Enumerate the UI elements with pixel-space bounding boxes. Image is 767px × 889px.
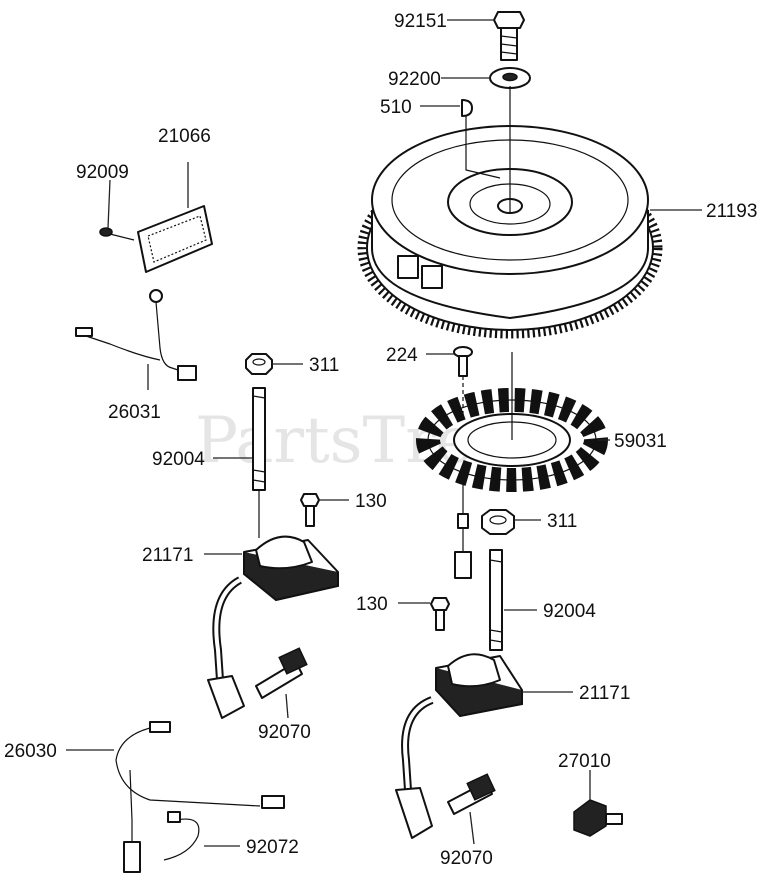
callout-92151: 92151 xyxy=(394,11,447,32)
callout-26031: 26031 xyxy=(108,402,161,423)
key-510-part xyxy=(461,99,473,117)
callout-26030: 26030 xyxy=(4,741,57,762)
harness-26031-part xyxy=(75,289,197,381)
regulator-part xyxy=(137,162,213,273)
callout-92070-right: 92070 xyxy=(440,848,493,869)
screw-92009-part xyxy=(99,227,135,241)
oil-switch-part xyxy=(573,782,623,837)
callout-311-top: 311 xyxy=(309,355,339,376)
bolt-92151-part xyxy=(493,11,525,61)
callout-130-right: 130 xyxy=(356,594,388,615)
callout-92004-left: 92004 xyxy=(152,449,205,470)
bolt-130-left-part xyxy=(300,493,320,527)
callout-224: 224 xyxy=(386,345,418,366)
callout-510: 510 xyxy=(380,97,412,118)
washer-92200-part xyxy=(489,67,531,89)
screw-224-part xyxy=(453,346,473,377)
callout-21171-right: 21171 xyxy=(579,683,630,704)
stud-92004-left-part xyxy=(252,387,266,491)
callout-59031: 59031 xyxy=(614,431,667,452)
callout-92070-left: 92070 xyxy=(258,722,311,743)
wire-92072-part xyxy=(163,811,200,861)
callout-92200: 92200 xyxy=(388,69,441,90)
callout-92009: 92009 xyxy=(76,162,129,183)
callout-130-left: 130 xyxy=(355,491,387,512)
nut-311-right-part xyxy=(481,509,515,535)
harness-26030-part xyxy=(115,721,285,873)
callout-92004-right: 92004 xyxy=(543,601,596,622)
ignition-coil-left-part xyxy=(207,535,339,719)
callout-92072: 92072 xyxy=(246,837,299,858)
spark-plug-left-part xyxy=(255,647,308,699)
nut-311-top-part xyxy=(245,353,273,375)
stud-92004-right-part xyxy=(489,549,503,651)
callout-27010: 27010 xyxy=(558,751,611,772)
spark-plug-right-part xyxy=(447,773,496,815)
bolt-130-right-part xyxy=(430,597,450,631)
callout-21066: 21066 xyxy=(158,126,211,147)
callout-21193: 21193 xyxy=(706,201,757,222)
ignition-coil-right-part xyxy=(395,653,523,839)
callout-311-right: 311 xyxy=(547,511,577,532)
callout-21171-left: 21171 xyxy=(142,545,193,566)
